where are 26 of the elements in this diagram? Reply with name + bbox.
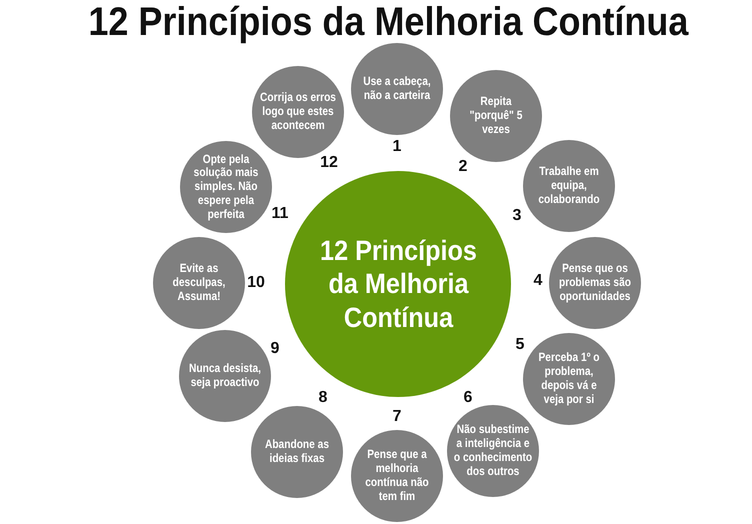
principle-number: 7 (392, 408, 402, 426)
principle-number: 2 (458, 158, 468, 176)
principle-number: 1 (392, 138, 402, 156)
principle-number: 9 (270, 340, 280, 358)
principle-text: Corrija os erros logo que estes acontecem (259, 91, 337, 133)
principle-text: Opte pela solução mais simples. Não espere pela perfeita (192, 152, 260, 222)
principle-text: Pense que a melhoria contínua não tem fim (364, 448, 430, 504)
principle-number: 10 (247, 274, 265, 292)
principle-text: Repita "porquê" 5 vezes (468, 95, 524, 137)
principle-number: 3 (512, 207, 522, 225)
principle-text: Pense que os problemas são oportunidades (558, 262, 632, 304)
principle-number: 5 (516, 336, 524, 354)
principle-number: 6 (464, 389, 472, 407)
principle-text: Nunca desista, seja proactivo (188, 362, 262, 390)
principle-text: Abandone as ideias fixas (264, 438, 330, 466)
principle-number: 11 (272, 205, 288, 223)
principle-text: Use a cabeça, não a carteira (362, 75, 432, 103)
hub-text: 12 Princípios da Melhoria Contínua (318, 234, 478, 334)
principle-number: 4 (534, 272, 542, 290)
principle-text: Não subestime a inteligência e o conhecimento dos outros (454, 423, 532, 479)
principle-number: 8 (318, 389, 328, 407)
diagram-title: 12 Princípios da Melhoria Contínua (88, 1, 688, 43)
principle-number: 12 (320, 154, 338, 172)
principle-text: Perceba 1º o problema, depois vá e veja por si (538, 351, 600, 407)
principle-text: Trabalhe em equipa, colaborando (537, 165, 601, 207)
principle-text: Evite as desculpas, Assuma! (172, 262, 226, 304)
